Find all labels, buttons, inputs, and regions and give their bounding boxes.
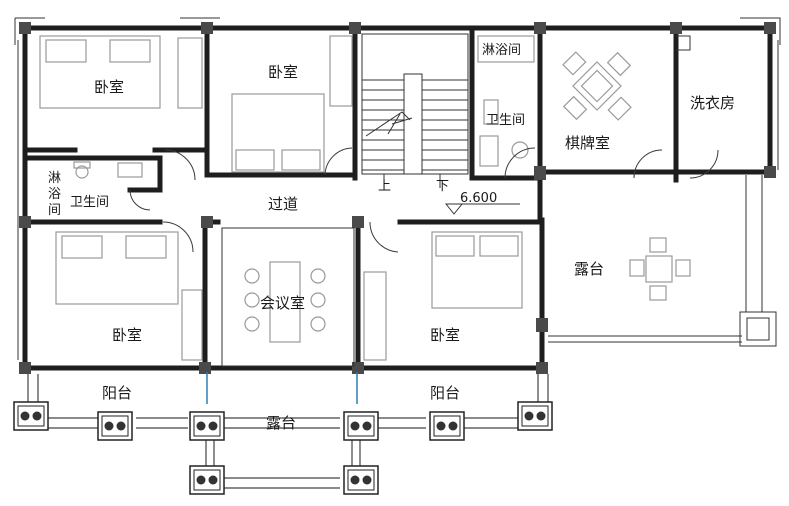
room-label-chess-room: 棋牌室: [565, 134, 610, 152]
room-label-corridor: 过道: [268, 195, 298, 213]
room-label-laundry: 洗衣房: [690, 94, 735, 112]
room-label-bedroom-n: 卧室: [268, 63, 298, 81]
room-label-balcony-right: 阳台: [430, 384, 460, 402]
balcony-post: [189, 411, 225, 441]
walls: [22, 25, 773, 371]
room-labels: 卧室 卧室 淋浴间 卫生间 棋牌室 洗衣房 卫生间 过道 会议室 卧室 卧室 露…: [70, 43, 735, 432]
room-label-bedroom-nw: 卧室: [94, 78, 124, 96]
staircase: [361, 33, 469, 188]
room-label-bath-top: 卫生间: [486, 113, 525, 128]
elevation-marker: 6.600: [444, 191, 520, 215]
elevation-text: 6.600: [460, 191, 497, 206]
balconies: [13, 372, 553, 495]
balcony-post: [189, 465, 225, 495]
room-label-shower-left: 淋浴间: [48, 171, 61, 218]
room-label-terrace-east: 露台: [574, 260, 604, 278]
balcony-post: [429, 411, 465, 441]
stair-label-up: 上: [378, 179, 391, 194]
balcony-post: [343, 465, 379, 495]
balcony-post: [97, 411, 133, 441]
balcony-post: [13, 401, 49, 431]
room-label-bath-left: 卫生间: [70, 195, 109, 210]
outer-trim: [14, 17, 781, 360]
room-label-shower-top: 淋浴间: [482, 43, 521, 58]
room-label-terrace-south: 露台: [266, 414, 296, 432]
room-label-balcony-left: 阳台: [102, 384, 132, 402]
furniture: [39, 35, 691, 367]
balcony-post: [343, 411, 379, 441]
room-label-bedroom-sw: 卧室: [112, 326, 142, 344]
room-label-bedroom-se: 卧室: [430, 326, 460, 344]
room-label-meeting-room: 会议室: [260, 294, 305, 312]
balcony-post: [517, 401, 553, 431]
doors: [129, 147, 719, 253]
stair-label-down: 下: [436, 179, 449, 194]
columns: [19, 22, 776, 374]
room-label-shower-left-text: 淋浴间: [48, 171, 61, 218]
